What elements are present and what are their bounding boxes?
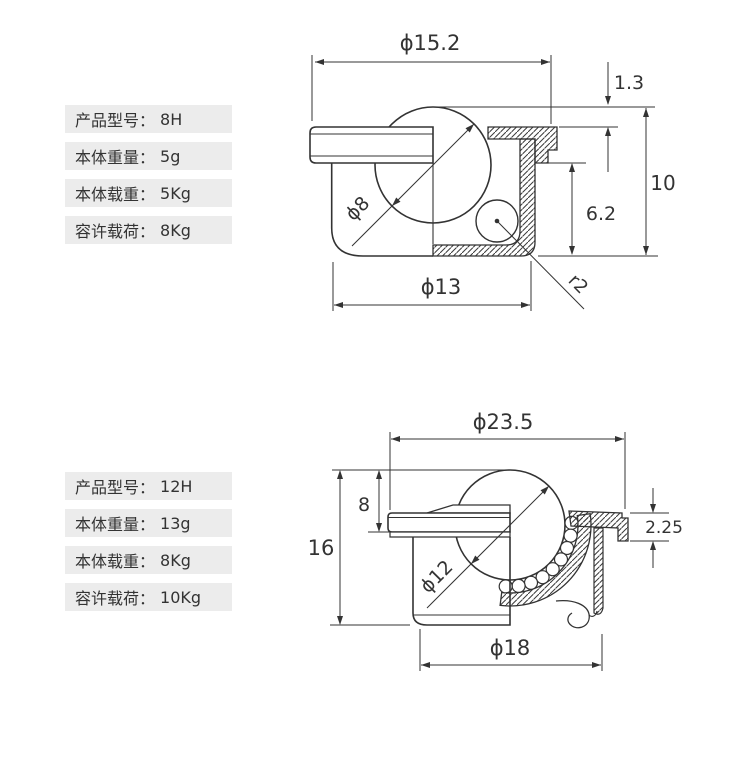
label-flange-diameter-1: ϕ15.2 <box>400 31 461 55</box>
ball-seat-pad <box>426 504 511 514</box>
spec-label: 产品型号： <box>75 478 156 497</box>
spec-row-model: 产品型号：12H <box>65 472 232 500</box>
label-upper-height: 8 <box>358 494 370 516</box>
label-body-diameter-2: ϕ18 <box>490 636 531 660</box>
dim-flange-diameter-2 <box>389 432 626 510</box>
label-flange-diameter-2: ϕ23.5 <box>473 410 534 434</box>
dim-total-height-1 <box>538 108 658 257</box>
label-total-height-1: 10 <box>650 171 675 195</box>
drawing-12h-section: ϕ23.5 8 16 ϕ12 ϕ18 2.25 <box>308 410 683 671</box>
flange-inner-lines <box>310 133 433 157</box>
spec-value: 12H <box>160 476 193 496</box>
label-ball-diameter-1: ϕ8 <box>341 192 374 225</box>
bent-lip-section <box>593 527 604 615</box>
mount-plate-section <box>568 510 629 542</box>
lower-plate <box>389 531 511 538</box>
spec-label: 本体载重： <box>75 552 156 571</box>
spec-label: 产品型号： <box>75 111 156 130</box>
spec-value: 5g <box>160 146 181 166</box>
spec-value: 10Kg <box>160 587 202 607</box>
spec-row-allowable-load: 容许载荷：8Kg <box>65 216 232 244</box>
dim-flange-diameter-1 <box>311 55 552 124</box>
label-ball-protrusion: 1.3 <box>614 72 644 94</box>
dim-upper-height <box>368 470 390 533</box>
spec-value: 5Kg <box>160 183 191 203</box>
dim-ball-protrusion <box>433 62 655 172</box>
spec-label: 容许载荷： <box>75 222 156 241</box>
spec-value: 8Kg <box>160 220 191 240</box>
spec-table-12h: 产品型号：12H 本体重量：13g 本体载重：8Kg 容许载荷：10Kg <box>65 472 232 612</box>
leader-corner-radius <box>496 220 585 310</box>
spec-value: 8H <box>160 109 183 129</box>
spec-label: 本体重量： <box>75 148 156 167</box>
dim-body-height <box>542 162 586 255</box>
body-profile-2 <box>412 537 511 626</box>
spec-value: 13g <box>160 513 191 533</box>
dim-body-diameter-2 <box>419 629 603 671</box>
mounting-flange <box>309 126 434 164</box>
spec-row-weight: 本体重量：5g <box>65 142 232 170</box>
spec-table-8h: 产品型号：8H 本体重量：5g 本体载重：5Kg 容许载荷：8Kg <box>65 105 232 246</box>
label-body-height: 6.2 <box>586 203 616 225</box>
spec-label: 容许载荷： <box>75 589 156 608</box>
spec-row-load: 本体载重：5Kg <box>65 179 232 207</box>
label-body-diameter-1: ϕ13 <box>421 275 462 299</box>
dim-body-diameter-1 <box>332 261 532 311</box>
spec-value: 8Kg <box>160 550 191 570</box>
mounting-flange-2 <box>387 512 511 533</box>
dim-total-height-2 <box>330 469 510 626</box>
spring-bracket <box>555 599 590 629</box>
spec-row-weight: 本体重量：13g <box>65 509 232 537</box>
label-ball-diameter-2: ϕ12 <box>416 556 458 598</box>
dim-plate-thickness <box>630 488 669 568</box>
leader-ball-diameter-1 <box>351 123 475 247</box>
label-corner-radius: r2 <box>564 270 592 298</box>
label-total-height-2: 16 <box>308 536 335 560</box>
drawing-8h-section: ϕ15.2 1.3 10 6.2 ϕ13 ϕ8 r2 <box>309 31 676 311</box>
body-profile <box>330 163 433 257</box>
spec-row-load: 本体载重：8Kg <box>65 546 232 574</box>
leader-ball-diameter-2 <box>426 485 550 609</box>
label-plate-thickness: 2.25 <box>645 518 683 538</box>
spec-label: 本体重量： <box>75 515 156 534</box>
bearing-balls <box>498 515 579 594</box>
spring-bracket-inner <box>588 610 598 617</box>
spec-row-model: 产品型号：8H <box>65 105 232 133</box>
spec-label: 本体载重： <box>75 185 156 204</box>
spec-row-allowable-load: 容许载荷：10Kg <box>65 583 232 611</box>
